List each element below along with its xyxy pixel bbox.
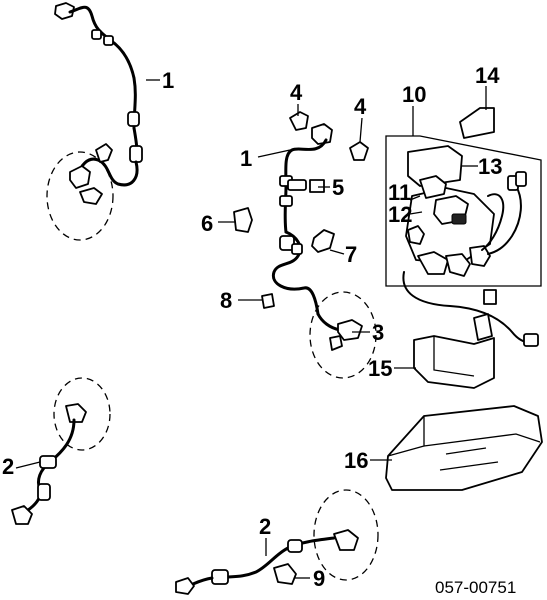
callout-14: 14 [475, 63, 500, 88]
callout-4-b: 4 [354, 94, 367, 119]
diagram-code: 057-00751 [435, 578, 516, 597]
sensor-harness-top-left [46, 2, 160, 241]
bracket-part-15 [394, 313, 495, 389]
sensor-harness-left [11, 377, 111, 525]
callout-10: 10 [402, 82, 426, 107]
cover-part-16 [370, 405, 543, 491]
abs-modulator-unit [385, 86, 542, 347]
callout-9: 9 [313, 566, 325, 591]
callout-7: 7 [345, 242, 357, 267]
callout-5: 5 [332, 175, 344, 200]
callout-8: 8 [220, 288, 232, 313]
callout-4-a: 4 [290, 80, 303, 105]
callout-15: 15 [368, 356, 392, 381]
callout-6: 6 [201, 211, 213, 236]
sensor-harness-bottom [175, 489, 379, 595]
callout-11: 11 [388, 180, 411, 205]
callout-1-top: 1 [162, 68, 174, 93]
callout-1-center: 1 [240, 146, 252, 171]
callout-12: 12 [388, 202, 412, 227]
callout-13: 13 [478, 154, 502, 179]
sensor-harness-center [218, 104, 377, 379]
callout-3: 3 [372, 320, 384, 345]
callout-16: 16 [344, 448, 368, 473]
callout-2-bottom: 2 [259, 514, 271, 539]
callout-2-left: 2 [2, 454, 14, 479]
